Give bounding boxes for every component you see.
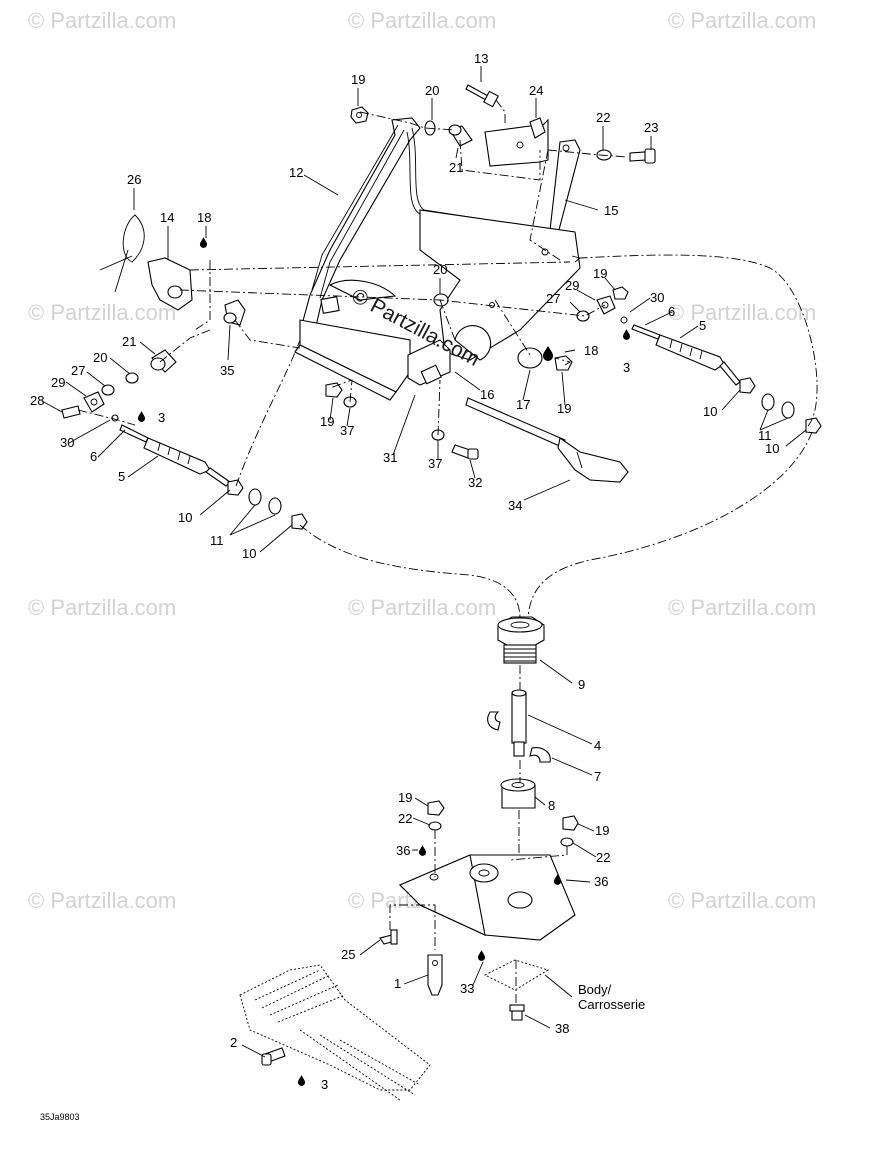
callout-10: 10 [242, 546, 256, 561]
callout-numbers: 13 19 20 24 22 23 21 12 15 26 14 18 20 1… [30, 51, 779, 1092]
callout-3: 3 [158, 410, 165, 425]
callout-20: 20 [93, 350, 107, 365]
callout-31: 31 [383, 450, 397, 465]
center-lines-upper [77, 99, 818, 619]
leader-lines [41, 66, 807, 1058]
watermark: © Partzilla.com [28, 300, 177, 325]
callout-35: 35 [220, 363, 234, 378]
callout-19: 19 [595, 823, 609, 838]
watermark: © Partzilla.com [348, 595, 497, 620]
callout-37: 37 [428, 456, 442, 471]
callout-16: 16 [480, 387, 494, 402]
callout-19: 19 [351, 72, 365, 87]
shift-lever-part-34 [465, 397, 629, 483]
callout-3: 3 [623, 360, 630, 375]
callout-19: 19 [320, 414, 334, 429]
lever-arm-part-15 [419, 139, 581, 361]
callout-26: 26 [127, 172, 141, 187]
callout-29: 29 [51, 375, 65, 390]
body-label-fr: Carrosserie [578, 997, 645, 1012]
callout-19: 19 [398, 790, 412, 805]
callout-14: 14 [160, 210, 174, 225]
callout-10: 10 [703, 404, 717, 419]
watermark: © Partzilla.com [668, 8, 817, 33]
callout-20: 20 [425, 83, 439, 98]
callout-25: 25 [341, 947, 355, 962]
watermark: © Partzilla.com [668, 595, 817, 620]
body-frame-dotted [239, 964, 431, 1101]
callout-27: 27 [546, 291, 560, 306]
left-cable-assembly [61, 349, 308, 530]
callout-5: 5 [118, 469, 125, 484]
callout-34: 34 [508, 498, 522, 513]
callout-22: 22 [398, 811, 412, 826]
callout-2: 2 [230, 1035, 237, 1050]
callout-36: 36 [396, 843, 410, 858]
callout-3: 3 [321, 1077, 328, 1092]
watermark: © Partzilla.com [348, 8, 497, 33]
callout-27: 27 [71, 363, 85, 378]
bolt-part-13 [465, 84, 499, 108]
body-label: Body/ [578, 982, 612, 997]
callout-19: 19 [557, 401, 571, 416]
callout-11: 11 [758, 428, 772, 443]
callout-32: 32 [468, 475, 482, 490]
bracket-part-24 [484, 117, 549, 167]
callout-11: 11 [210, 533, 224, 548]
callout-6: 6 [90, 449, 97, 464]
watermark: © Partzilla.com [668, 888, 817, 913]
watermark: © Partzilla.com [28, 888, 177, 913]
callout-36: 36 [594, 874, 608, 889]
callout-37: 37 [340, 423, 354, 438]
callout-38: 38 [555, 1021, 569, 1036]
callout-1: 1 [394, 976, 401, 991]
callout-9: 9 [578, 677, 585, 692]
document-code: 35Ja9803 [40, 1112, 80, 1122]
callout-15: 15 [604, 203, 618, 218]
callout-22: 22 [596, 850, 610, 865]
callout-21: 21 [449, 160, 463, 175]
callout-29: 29 [565, 278, 579, 293]
watermark: © Partzilla.com [28, 8, 177, 33]
callout-18: 18 [197, 210, 211, 225]
callout-33: 33 [460, 981, 474, 996]
callout-30: 30 [650, 290, 664, 305]
callout-6: 6 [668, 304, 675, 319]
callout-19: 19 [593, 266, 607, 281]
callout-22: 22 [596, 110, 610, 125]
callout-18: 18 [584, 343, 598, 358]
frame-part-12 [299, 117, 576, 336]
watermark: © Partzilla.com [28, 595, 177, 620]
callout-20: 20 [433, 262, 447, 277]
watermark: © Partzilla.com [668, 300, 817, 325]
callout-13: 13 [474, 51, 488, 66]
callout-28: 28 [30, 393, 44, 408]
callout-23: 23 [644, 120, 658, 135]
callout-7: 7 [594, 769, 601, 784]
callout-24: 24 [529, 83, 543, 98]
callout-4: 4 [594, 738, 601, 753]
center-lines-lower [389, 665, 568, 1005]
callout-12: 12 [289, 165, 303, 180]
callout-10: 10 [178, 510, 192, 525]
callout-8: 8 [548, 798, 555, 813]
callout-17: 17 [516, 397, 530, 412]
callout-5: 5 [699, 318, 706, 333]
callout-21: 21 [122, 334, 136, 349]
hardware-upper [99, 106, 822, 460]
callout-10: 10 [765, 441, 779, 456]
callout-30: 30 [60, 435, 74, 450]
shift-housing-lower [261, 616, 579, 1066]
